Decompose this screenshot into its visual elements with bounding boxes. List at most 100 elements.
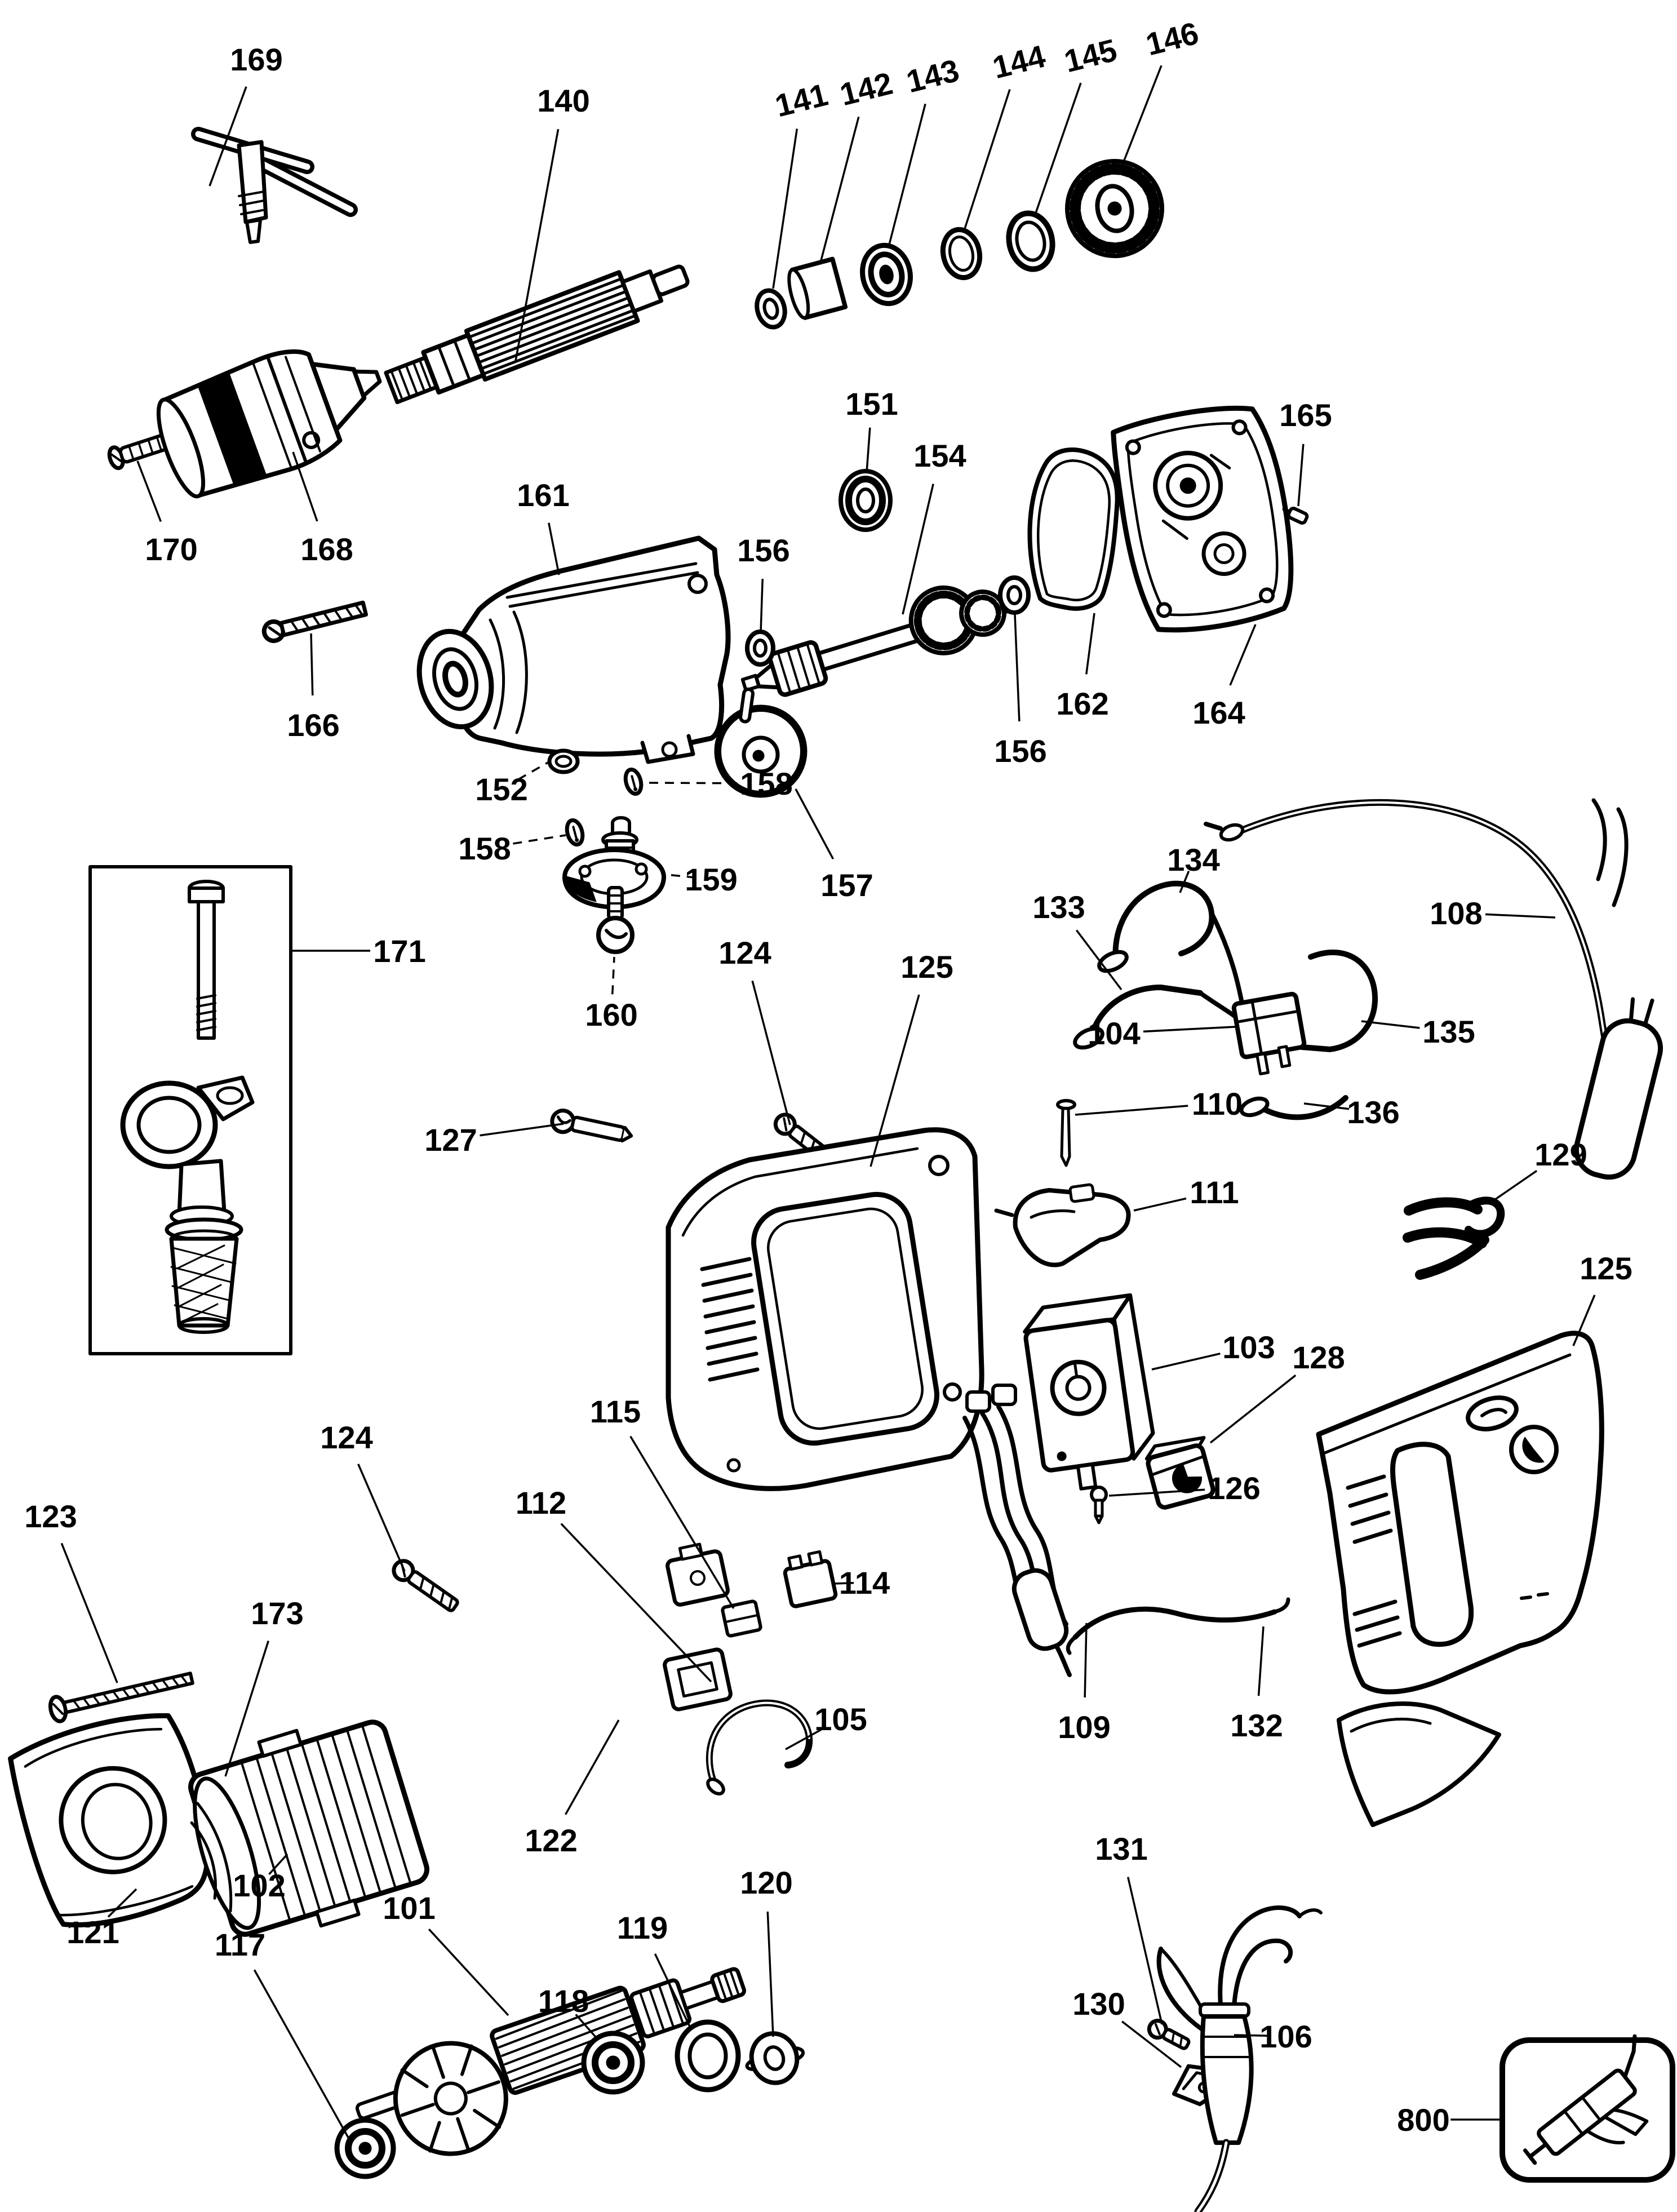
part-132-wire-link	[1066, 1597, 1290, 1655]
callout-162: 162	[1056, 613, 1109, 721]
part-115-contact	[721, 1599, 762, 1638]
leader-line-104	[1143, 1026, 1236, 1033]
callout-label-111: 111	[1190, 1174, 1239, 1210]
leader-line-133	[1075, 929, 1123, 991]
leader-line-115	[629, 1435, 735, 1609]
part-160-screw	[596, 886, 635, 954]
leader-line-173	[224, 1641, 269, 1777]
callout-label-130: 130	[1072, 1986, 1125, 2022]
part-161-gear-housing	[416, 535, 731, 764]
part-switch-block	[663, 1647, 733, 1712]
callout-120: 120	[740, 1865, 793, 2037]
callout-label-165: 165	[1279, 397, 1332, 433]
leader-line-102	[268, 1853, 289, 1875]
callout-label-160: 160	[585, 997, 637, 1032]
leader-line-112	[560, 1523, 712, 1683]
callout-label-124-bottom: 124	[320, 1420, 372, 1455]
callout-124-top: 124	[718, 935, 791, 1125]
part-157-cam-wheel	[714, 687, 808, 798]
part-171-clamp-body	[120, 1075, 255, 1227]
callout-115: 115	[590, 1394, 735, 1609]
leader-line-101	[428, 1929, 509, 2016]
callout-label-118: 118	[538, 1983, 589, 2019]
leader-line-168	[292, 451, 318, 522]
grease-gun-icon	[1523, 2034, 1649, 2165]
leader-line-156-right	[1014, 614, 1021, 722]
callout-label-114: 114	[839, 1565, 890, 1601]
callout-label-168: 168	[300, 531, 353, 567]
callout-123: 123	[24, 1499, 118, 1683]
part-144-retaining-ring	[940, 227, 983, 281]
callout-140: 140	[514, 83, 590, 361]
callout-label-173: 173	[251, 1595, 303, 1631]
callout-label-101: 101	[383, 1890, 435, 1926]
callout-102: 102	[233, 1853, 289, 1903]
leader-line-136	[1303, 1102, 1350, 1110]
callout-136: 136	[1303, 1094, 1400, 1130]
callout-label-121: 121	[66, 1914, 119, 1950]
callout-103: 103	[1151, 1329, 1275, 1371]
callout-106: 106	[1234, 2019, 1312, 2054]
callout-166: 166	[287, 633, 340, 743]
callout-132: 132	[1230, 1626, 1283, 1743]
callout-151: 151	[845, 386, 898, 473]
callout-130: 130	[1072, 1986, 1182, 2068]
callout-label-117: 117	[215, 1927, 265, 1962]
leader-line-121	[107, 1888, 137, 1918]
callout-154: 154	[902, 438, 966, 615]
callout-label-131: 131	[1095, 1831, 1147, 1867]
part-154-pinion-shaft	[740, 585, 1025, 697]
leader-line-125-right	[1572, 1295, 1596, 1346]
leader-line-129	[1488, 1170, 1538, 1205]
part-103-switch	[1023, 1293, 1155, 1491]
leader-line-159	[667, 874, 696, 879]
callout-label-115: 115	[590, 1394, 641, 1429]
callout-label-170: 170	[145, 531, 197, 567]
leader-line-110	[1075, 1105, 1188, 1116]
leader-line-152	[517, 761, 549, 781]
part-156-washer-right	[998, 575, 1031, 615]
callout-111: 111	[1133, 1174, 1239, 1212]
callout-label-161: 161	[517, 477, 569, 513]
callout-105: 105	[785, 1701, 867, 1750]
leader-line-131	[1126, 1877, 1163, 2025]
callout-label-156-right: 156	[994, 733, 1046, 769]
part-133-brush-lead	[1073, 985, 1203, 1050]
callout-label-136: 136	[1347, 1094, 1399, 1130]
callout-158-right: 158	[642, 766, 793, 801]
part-110-screw	[1056, 1099, 1076, 1167]
leader-line-128	[1209, 1374, 1297, 1444]
callout-131: 131	[1095, 1831, 1163, 2025]
callout-label-154: 154	[913, 438, 966, 473]
callout-159: 159	[667, 862, 738, 897]
part-118-bearing	[581, 2031, 645, 2095]
callout-label-124-top: 124	[718, 935, 771, 970]
part-108-lead-wire-assembly	[1204, 798, 1663, 1180]
part-117-bearing	[334, 2117, 396, 2179]
part-135-brush-spring	[1299, 949, 1378, 1052]
leader-line-123	[60, 1542, 118, 1683]
part-165-screw	[1282, 507, 1309, 525]
callout-158-left: 158	[458, 831, 566, 866]
callout-173: 173	[224, 1595, 304, 1777]
leader-line-134	[1179, 870, 1190, 893]
callout-110: 110	[1075, 1086, 1243, 1121]
part-158-pin-left	[565, 818, 585, 847]
leader-line-117	[253, 1969, 352, 2142]
part-134-brush-spring	[1097, 880, 1215, 973]
callout-124-bottom: 124	[320, 1420, 406, 1572]
callout-label-125-left: 125	[900, 949, 953, 985]
part-125-housing-right	[1316, 1331, 1604, 1827]
leader-line-105	[785, 1728, 822, 1750]
leader-line-132	[1257, 1626, 1265, 1696]
callout-label-164: 164	[1192, 695, 1245, 730]
callout-133: 133	[1032, 889, 1123, 991]
leader-line-122	[564, 1719, 620, 1815]
callout-117: 117	[215, 1927, 352, 2142]
leader-line-103	[1151, 1353, 1221, 1371]
callout-101: 101	[383, 1890, 509, 2016]
leader-line-170	[136, 460, 162, 522]
callout-109: 109	[1058, 1623, 1111, 1745]
